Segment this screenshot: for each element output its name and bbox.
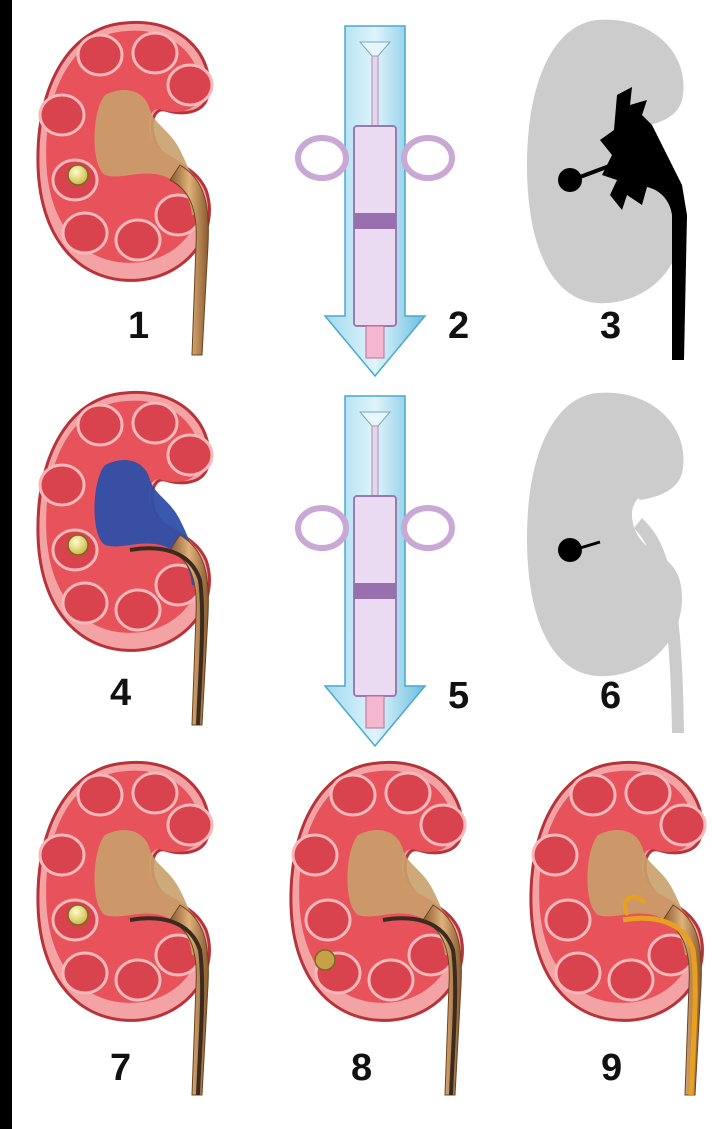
renal-pyramid	[331, 775, 375, 815]
panel-1: 1	[38, 22, 212, 355]
panel-label-4: 4	[110, 672, 131, 714]
finger-grip-left	[298, 508, 346, 548]
panel-label-9: 9	[601, 1047, 622, 1089]
kidney-silhouette	[527, 393, 684, 677]
renal-pyramid	[40, 835, 84, 875]
finger-grip-right	[404, 138, 452, 178]
panel-5: 5	[298, 396, 469, 746]
panel-8: 8	[291, 762, 465, 1095]
renal-pyramid	[133, 403, 177, 443]
renal-pyramid	[661, 805, 705, 845]
panel-label-5: 5	[448, 675, 469, 717]
renal-pyramid	[40, 465, 84, 505]
stone-shadow	[558, 168, 582, 192]
renal-pyramid	[556, 953, 600, 993]
stone-shadow	[558, 538, 582, 562]
panel-3: 3	[527, 20, 687, 360]
renal-pyramid	[133, 773, 177, 813]
panel-label-7: 7	[110, 1047, 131, 1089]
plunger-rod	[372, 426, 378, 496]
renal-pyramid	[168, 805, 212, 845]
hilum-gap	[637, 500, 644, 516]
renal-pyramid	[533, 835, 577, 875]
renal-pyramid	[78, 775, 122, 815]
kidney-stone	[68, 905, 88, 925]
plunger-rod	[372, 56, 378, 126]
syringe-tip	[366, 696, 384, 728]
panel-label-1: 1	[128, 305, 149, 347]
panel-6: 6	[527, 393, 684, 733]
panel-label-3: 3	[600, 305, 621, 347]
panel-9: 9	[531, 762, 705, 1095]
renal-pyramid	[386, 773, 430, 813]
renal-pyramid	[306, 900, 350, 940]
kidney-1	[38, 22, 212, 355]
panel-4: 4	[38, 392, 212, 725]
renal-pyramid	[116, 590, 160, 630]
renal-pyramid	[168, 435, 212, 475]
renal-pyramid	[421, 805, 465, 845]
renal-pyramid	[78, 35, 122, 75]
renal-pyramid	[571, 775, 615, 815]
panel-2: 2	[298, 26, 469, 376]
renal-pyramid	[369, 960, 413, 1000]
finger-grip-left	[298, 138, 346, 178]
renal-pyramid	[63, 953, 107, 993]
finger-grip-right	[404, 508, 452, 548]
kidney-8	[291, 762, 465, 1095]
renal-pyramid	[293, 835, 337, 875]
syringe-arrow-2	[298, 26, 452, 376]
panel-label-6: 6	[600, 675, 621, 717]
renal-pyramid	[609, 960, 653, 1000]
syringe-arrow-5	[298, 396, 452, 746]
renal-pyramid	[63, 213, 107, 253]
fragmenting-stone	[315, 950, 335, 970]
renal-pyramid	[63, 583, 107, 623]
renal-pyramid	[116, 960, 160, 1000]
panel-7: 7	[38, 762, 212, 1095]
panel-label-2: 2	[448, 305, 469, 347]
kidney-stone	[68, 535, 88, 555]
renal-pyramid	[626, 773, 670, 813]
plunger-stopper	[354, 583, 396, 599]
renal-pyramid	[546, 900, 590, 940]
syringe-tip	[366, 326, 384, 358]
renal-pyramid	[116, 220, 160, 260]
renal-pyramid	[168, 65, 212, 105]
plunger-stopper	[354, 213, 396, 229]
kidney-7	[38, 762, 212, 1095]
renal-pyramid	[78, 405, 122, 445]
panel-label-8: 8	[351, 1047, 372, 1089]
renal-pyramid	[133, 33, 177, 73]
kidney-stone	[68, 165, 88, 185]
kidney-9	[531, 762, 705, 1095]
renal-pyramid	[40, 95, 84, 135]
